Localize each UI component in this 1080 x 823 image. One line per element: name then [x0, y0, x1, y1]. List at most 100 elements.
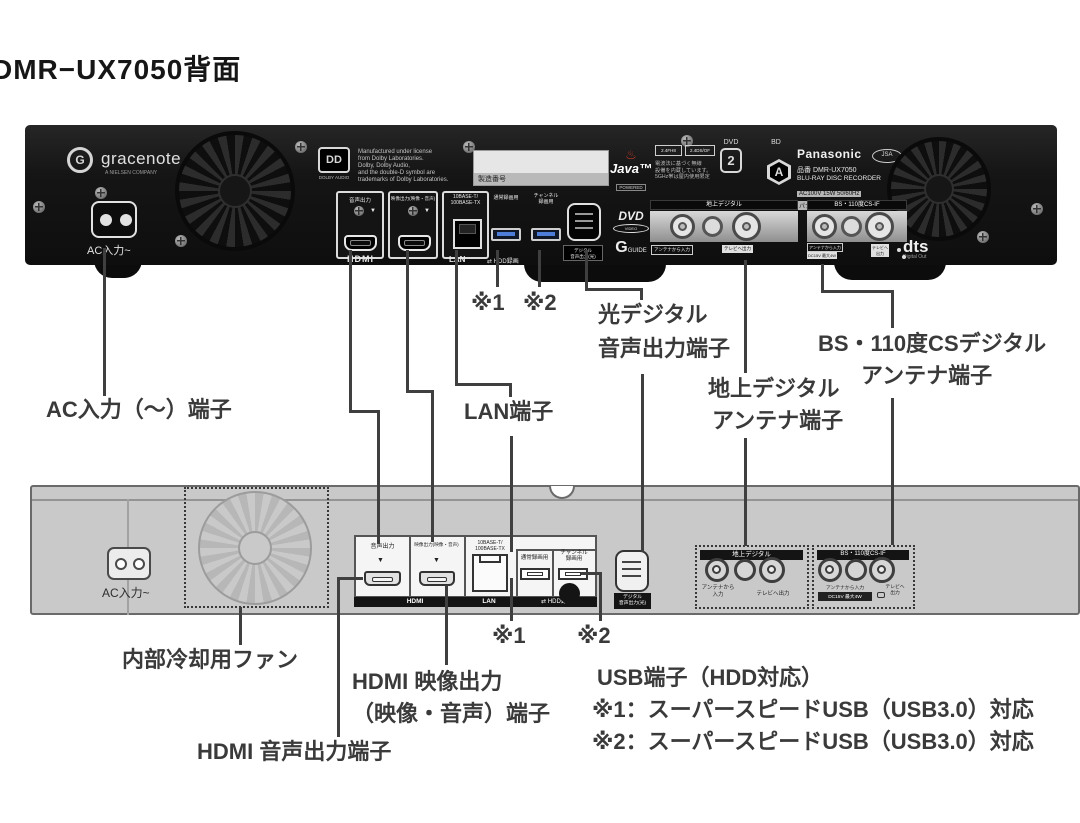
callout-line: [744, 260, 747, 373]
usb-logo-text: ⇄ HDD録画: [487, 259, 519, 265]
dts-text: dts: [903, 237, 929, 256]
callout-line: [538, 250, 541, 287]
callout-line: [510, 578, 513, 621]
hdmi-video-port-label: 映像出力(映像・音声): [390, 196, 436, 201]
bs-section-photo: BS・110度CS-IF アンテナから入力 DC15V 最大4W テレビへ 出力: [805, 198, 909, 262]
screw-icon: [33, 201, 45, 213]
f-connector: [845, 559, 867, 581]
callout-line: [349, 250, 352, 412]
f-connector: [734, 559, 756, 581]
callout-line: [585, 250, 588, 290]
logo-bar-drawing: HDMI LAN ⇄ HDD録画: [354, 597, 597, 607]
f-connector: [841, 216, 862, 237]
hdmi-slot-inner: [350, 240, 371, 246]
callout-ref1-bottom: ※1: [492, 623, 526, 648]
hdmi-slot-inner: [427, 576, 447, 582]
optical-line: [622, 561, 641, 563]
screw-icon: [463, 141, 475, 153]
brand-logo: Panasonic: [797, 147, 862, 161]
f-connector: [732, 212, 761, 241]
hdmi-logo-text: HDMI: [347, 254, 374, 264]
optical-line: [622, 575, 641, 577]
f-connector: [759, 557, 785, 583]
serial-strip: 製造番号: [474, 173, 608, 185]
bar-hdmi-text: HDMI: [406, 598, 424, 605]
fan-highlight-box: [184, 487, 329, 608]
power-rating: AC100V 15W 50/60Hz: [797, 191, 862, 197]
hdmi-slot-inner: [404, 240, 425, 246]
callout-ref1-top: ※1: [471, 290, 505, 315]
ac-pin: [120, 214, 132, 226]
optical-label-1: デジタル: [622, 594, 643, 600]
f-connector: [702, 216, 723, 237]
bar-lan-text: LAN: [482, 598, 496, 605]
dolby-line: Dolby, Dolby Audio,: [358, 163, 410, 169]
dts-logo-icon: dts Digital Out: [903, 237, 973, 260]
model-type: BLU-RAY DISC RECORDER: [797, 175, 881, 182]
callout-line: [406, 250, 409, 392]
band-label-box: 2.4DS/OF: [685, 145, 715, 156]
hdmi-slot-drawing: [364, 571, 401, 586]
callout-hdmi-video-1: HDMI 映像出力: [352, 669, 503, 694]
callout-line: [581, 572, 601, 575]
page-title: DMR−UX7050背面: [0, 54, 242, 85]
f-connector-center: [767, 565, 776, 574]
ac-inlet-drawing: [107, 547, 151, 580]
tv-icon: [877, 592, 885, 598]
antenna-in-2: 入力: [712, 591, 724, 598]
down-arrow-icon: ▼: [370, 208, 376, 214]
screw-icon: [175, 235, 187, 247]
antenna-in-label: アンテナから 入力: [699, 585, 737, 598]
divider: [464, 537, 466, 596]
callout-line: [891, 290, 894, 328]
callout-usb-note2: ※2：スーパースピードUSB（USB3.0）対応: [592, 729, 1034, 754]
lan-label-1: 10BASE-T/: [477, 540, 503, 546]
bs-section-drawing: BS・110度CS-IF アンテナから入力 DC15V 最大4W テレビへ 出力: [812, 545, 915, 609]
dvd-region-mark: DVD 2: [717, 139, 745, 173]
hdmi-slot-drawing: [419, 571, 455, 586]
rj45-pins: [479, 554, 501, 563]
bd-region-title: BD: [771, 139, 781, 146]
callout-optical-1: 光デジタル: [598, 302, 708, 327]
f-connector-center: [825, 565, 834, 574]
optical-line: [622, 568, 641, 570]
callout-terrestrial-2: アンテナ端子: [712, 408, 844, 433]
fan-hub: [924, 174, 954, 204]
callout-line: [455, 383, 511, 386]
callout-line: [821, 290, 894, 293]
hdmi-video-port-photo: 映像出力(映像・音声) ▼: [388, 191, 438, 259]
f-connector: [869, 557, 895, 583]
tv-out-tag: テレビへ出力: [722, 245, 753, 253]
gracenote-logo-icon: G: [67, 147, 93, 173]
screw-hole: [559, 583, 580, 604]
dvd-text: DVD: [618, 209, 644, 223]
callout-line: [455, 250, 458, 385]
callout-fan: 内部冷却用ファン: [122, 647, 299, 672]
usb-port: [491, 228, 521, 241]
terrestrial-section-photo: 地上デジタル アンテナから入力 テレビへ出力: [648, 198, 800, 262]
dolby-line: Manufactured under license: [358, 149, 433, 155]
optical-label-2: 音声出力(光): [570, 253, 596, 259]
callout-line: [337, 577, 340, 737]
usb-tongue: [497, 232, 515, 236]
antenna-in-1: アンテナから: [701, 585, 735, 591]
cooling-fan-drawing: [198, 491, 312, 605]
f-connector-center: [742, 222, 751, 231]
dolby-license-text: Manufactured under license from Dolby La…: [358, 149, 448, 184]
screw-icon: [408, 206, 418, 216]
java-steam-icon: ♨: [625, 147, 637, 162]
screw-icon: [295, 141, 307, 153]
callout-line: [821, 264, 824, 292]
divider: [516, 549, 518, 596]
callout-ref2-top: ※2: [523, 290, 557, 315]
bs-bar: BS・110度CS-IF: [817, 550, 909, 560]
gguide-logo-icon: GGUIDE: [605, 239, 657, 257]
rear-panel-photo: G gracenote A NIELSEN COMPANY AC入力~ DD D…: [25, 125, 1057, 265]
bd-hex-inner: [770, 162, 788, 182]
callout-bs-1: BS・110度CSデジタル: [818, 331, 1047, 356]
terrestrial-section-drawing: 地上デジタル アンテナから 入力 テレビへ出力: [695, 545, 809, 609]
ac-inlet: [91, 201, 137, 238]
usb2-port-photo: チャンネル 録画用: [527, 193, 565, 259]
usb-port: [531, 228, 561, 241]
lan-port-photo: 10BASE-T/ 100BASE-TX: [442, 191, 489, 259]
